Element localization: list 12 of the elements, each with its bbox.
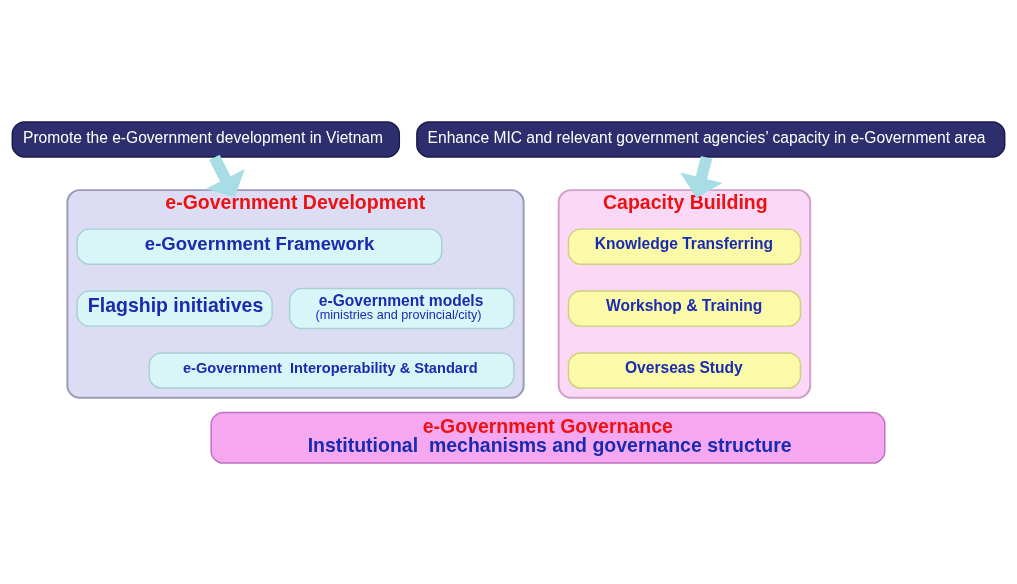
node-box: Promote the e-Government development in Vietnam: [11, 120, 401, 158]
node-box: Overseas Study: [567, 351, 802, 389]
arrow: [680, 155, 723, 198]
node-box: e-Government models (ministries and provincial/city): [288, 287, 515, 329]
node-box: e-Government Framework: [76, 227, 443, 265]
node-box: Flagship initiatives: [76, 289, 273, 327]
node-box: Knowledge Transferring: [567, 227, 802, 265]
node-box: e-Government Governance Institutional mechanisms and governance structure: [210, 411, 886, 464]
node-box: Workshop & Training: [567, 289, 802, 327]
arrow: [205, 154, 245, 197]
node-box: e-Government Interoperability & Standard: [148, 351, 515, 389]
node-box: Enhance MIC and relevant government agencies’ capacity in e-Government area: [416, 120, 1006, 158]
